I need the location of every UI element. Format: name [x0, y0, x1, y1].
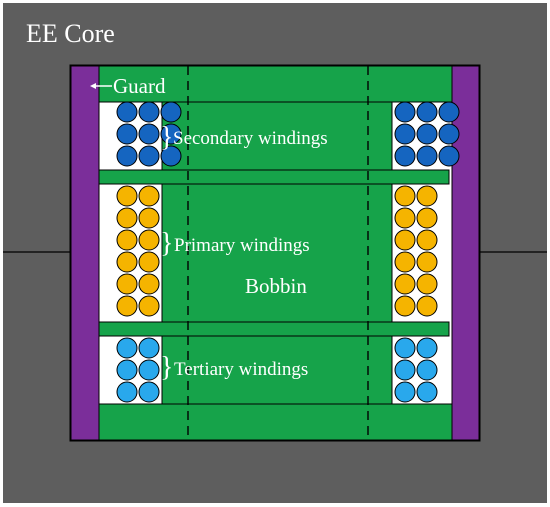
- tertiary-winding-conductor: [116, 337, 138, 359]
- tertiary-winding-conductor: [138, 359, 160, 381]
- tertiary-windings-left: [116, 337, 160, 403]
- secondary-winding-conductor: [138, 145, 160, 167]
- primary-winding-conductor: [416, 229, 438, 251]
- tertiary-brace: }: [160, 352, 173, 383]
- tertiary-winding-conductor: [416, 381, 438, 403]
- secondary-winding-conductor: [438, 145, 460, 167]
- secondary-windings-right: [394, 101, 460, 167]
- secondary-label: Secondary windings: [173, 128, 328, 149]
- secondary-brace: }: [160, 122, 173, 153]
- primary-winding-conductor: [116, 251, 138, 273]
- bobbin-separator-1: [98, 169, 450, 185]
- guard-label: Guard: [113, 74, 166, 98]
- tertiary-label: Tertiary windings: [174, 359, 308, 380]
- tertiary-winding-conductor: [416, 337, 438, 359]
- secondary-winding-conductor: [394, 101, 416, 123]
- primary-winding-conductor: [138, 295, 160, 317]
- primary-winding-conductor: [416, 251, 438, 273]
- secondary-winding-conductor: [438, 123, 460, 145]
- primary-winding-conductor: [416, 273, 438, 295]
- bobbin-core-tertiary: [161, 335, 393, 405]
- primary-winding-conductor: [116, 185, 138, 207]
- primary-winding-conductor: [138, 229, 160, 251]
- secondary-winding-conductor: [116, 145, 138, 167]
- tertiary-winding-conductor: [116, 359, 138, 381]
- primary-winding-conductor: [394, 185, 416, 207]
- tertiary-windings-right: [394, 337, 438, 403]
- primary-winding-conductor: [394, 229, 416, 251]
- bobbin-separator-2: [98, 321, 450, 337]
- guard-left: [70, 65, 100, 441]
- primary-brace: }: [160, 228, 173, 259]
- bobbin-core-primary: [161, 183, 393, 323]
- primary-winding-conductor: [416, 207, 438, 229]
- tertiary-winding-conductor: [138, 381, 160, 403]
- secondary-winding-conductor: [438, 101, 460, 123]
- primary-winding-conductor: [116, 295, 138, 317]
- tertiary-winding-conductor: [416, 359, 438, 381]
- primary-winding-conductor: [416, 295, 438, 317]
- secondary-winding-conductor: [160, 101, 182, 123]
- tertiary-winding-conductor: [394, 381, 416, 403]
- tertiary-winding-conductor: [394, 337, 416, 359]
- secondary-winding-conductor: [416, 101, 438, 123]
- diagram-title: EE Core: [26, 19, 115, 48]
- secondary-winding-conductor: [160, 123, 182, 145]
- tertiary-winding-conductor: [116, 381, 138, 403]
- tertiary-winding-conductor: [138, 337, 160, 359]
- primary-winding-conductor: [138, 251, 160, 273]
- secondary-winding-conductor: [416, 145, 438, 167]
- bobbin-core-secondary: [161, 101, 393, 171]
- secondary-winding-conductor: [116, 101, 138, 123]
- primary-winding-conductor: [116, 207, 138, 229]
- secondary-windings-left: [116, 101, 182, 167]
- primary-windings-right: [394, 185, 438, 317]
- primary-winding-conductor: [138, 185, 160, 207]
- guard-arrow-head: [90, 83, 96, 89]
- bobbin-label: Bobbin: [245, 274, 307, 298]
- bobbin-bottom-flange: [98, 403, 453, 441]
- secondary-winding-conductor: [160, 145, 182, 167]
- secondary-winding-conductor: [138, 123, 160, 145]
- secondary-winding-conductor: [116, 123, 138, 145]
- primary-winding-conductor: [138, 273, 160, 295]
- secondary-winding-conductor: [138, 101, 160, 123]
- primary-windings-left: [116, 185, 160, 317]
- secondary-winding-conductor: [394, 123, 416, 145]
- primary-winding-conductor: [394, 295, 416, 317]
- primary-winding-conductor: [394, 273, 416, 295]
- primary-label: Primary windings: [174, 235, 310, 256]
- primary-winding-conductor: [394, 207, 416, 229]
- primary-winding-conductor: [138, 207, 160, 229]
- primary-winding-conductor: [116, 273, 138, 295]
- primary-winding-conductor: [116, 229, 138, 251]
- guard-right: [451, 65, 480, 441]
- tertiary-winding-conductor: [394, 359, 416, 381]
- secondary-winding-conductor: [416, 123, 438, 145]
- primary-winding-conductor: [416, 185, 438, 207]
- primary-winding-conductor: [394, 251, 416, 273]
- secondary-winding-conductor: [394, 145, 416, 167]
